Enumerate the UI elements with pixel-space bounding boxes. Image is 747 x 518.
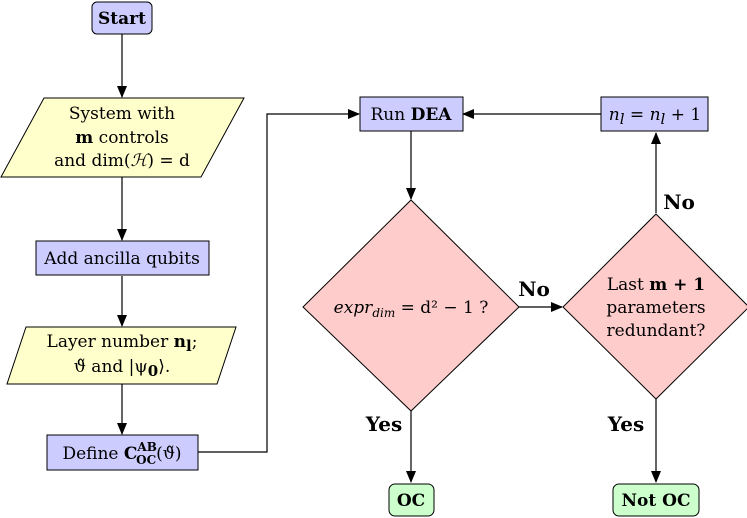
decision-dimension-label: exprdim = d² − 1 ? bbox=[334, 298, 489, 320]
system-line1: System with bbox=[69, 104, 175, 124]
oc-node: OC bbox=[388, 483, 435, 517]
run-node: Run DEA bbox=[359, 96, 464, 132]
not-oc-label: Not OC bbox=[622, 491, 691, 511]
ancilla-label: Add ancilla qubits bbox=[43, 249, 200, 269]
edge-label-yes-right: Yes bbox=[607, 412, 645, 436]
layer-node: Layer number nl; ϑ̃ and |ψ0⟩. bbox=[6, 326, 237, 385]
decision-redundant-line2: parameters bbox=[606, 298, 705, 318]
decision-redundant: Last m + 1 parameters redundant? bbox=[562, 213, 747, 400]
increment-node: nl = nl + 1 bbox=[600, 96, 709, 132]
edge-label-no-up: No bbox=[663, 190, 695, 214]
layer-line2: ϑ̃ and |ψ0⟩. bbox=[74, 357, 170, 380]
start-label: Start bbox=[98, 9, 146, 29]
system-node: System with m controls and dim(ℋ) = d bbox=[0, 97, 245, 178]
system-line3: and dim(ℋ) = d bbox=[54, 151, 190, 171]
edge-define-run bbox=[198, 109, 360, 453]
increment-label: nl = nl + 1 bbox=[609, 105, 701, 128]
edge-label-no-right: No bbox=[518, 277, 550, 301]
decision-redundant-line3: redundant? bbox=[607, 321, 706, 341]
connectors bbox=[117, 34, 661, 483]
edge-label-yes-left: Yes bbox=[365, 412, 403, 436]
ancilla-node: Add ancilla qubits bbox=[35, 240, 210, 276]
decision-dimension: exprdim = d² − 1 ? bbox=[302, 199, 520, 412]
oc-label: OC bbox=[397, 491, 425, 511]
decision-redundant-line1: Last m + 1 bbox=[607, 275, 705, 295]
not-oc-node: Not OC bbox=[612, 483, 700, 517]
start-node: Start bbox=[91, 1, 153, 35]
run-label: Run DEA bbox=[371, 105, 453, 125]
layer-line1: Layer number nl; bbox=[47, 332, 198, 355]
system-line2: m controls bbox=[75, 128, 168, 148]
